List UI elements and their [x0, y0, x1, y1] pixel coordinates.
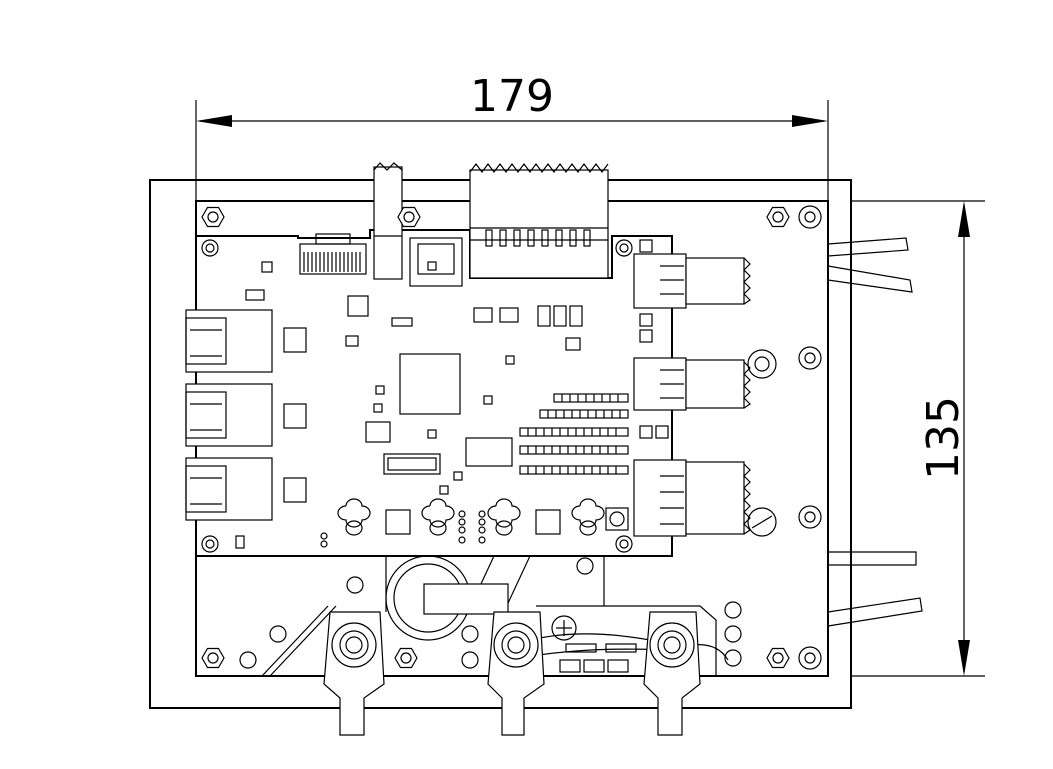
width-dimension: 179	[195, 71, 829, 205]
rj45-port	[185, 309, 273, 373]
top-terminal-block	[469, 163, 609, 279]
ribbon-header	[299, 233, 367, 275]
right-cables	[827, 237, 923, 627]
bottom-terminal	[643, 611, 701, 736]
capacitors	[320, 498, 629, 548]
right-connectors	[633, 253, 777, 537]
resistor-rows	[519, 393, 629, 475]
plate-holes	[201, 205, 822, 670]
chips	[235, 261, 583, 549]
bottom-terminal	[487, 611, 545, 736]
bottom-terminals	[323, 611, 701, 736]
bottom-terminal	[323, 611, 385, 736]
mounting-nuts	[201, 206, 790, 669]
side-pads	[639, 239, 669, 439]
main-processor	[399, 353, 461, 415]
rj45-ports	[185, 309, 273, 521]
height-dimension: 135	[850, 200, 985, 677]
right-connector	[633, 459, 777, 537]
rj45-port	[185, 457, 273, 521]
right-connector	[633, 349, 777, 411]
height-dimension-label: 135	[918, 396, 969, 480]
width-dimension-label: 179	[470, 71, 554, 122]
sd-card-slot	[409, 237, 463, 287]
right-connector	[633, 253, 751, 309]
rj45-port	[185, 383, 273, 447]
two-pin-connector	[373, 162, 403, 280]
